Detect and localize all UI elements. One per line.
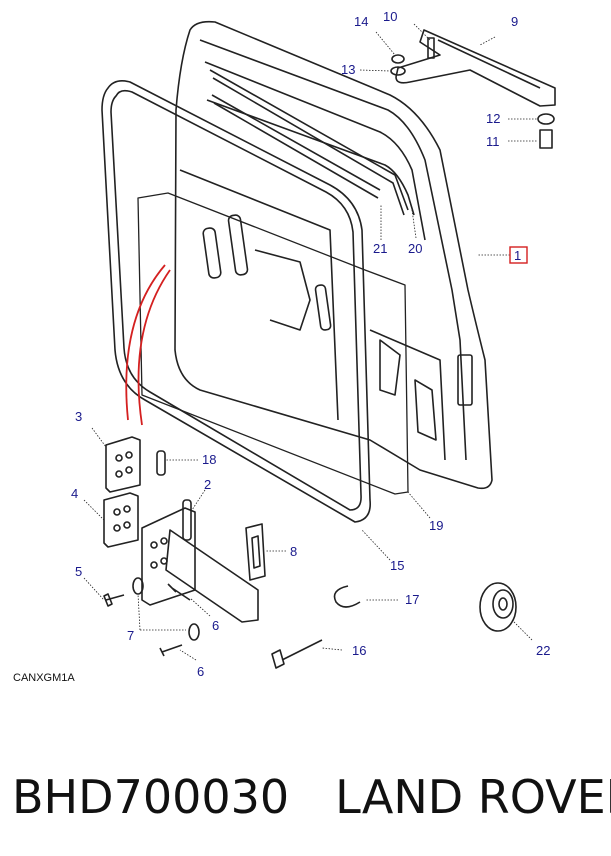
callout-12: 12	[486, 111, 500, 126]
callout-19: 19	[429, 518, 443, 533]
hinge-leaves	[103, 436, 141, 548]
callout-22: 22	[536, 643, 550, 658]
callout-labels: 1 2 3 4 5 6 6 7 8 9 10 11 12 13 14 15 16…	[71, 9, 550, 679]
callout-3: 3	[75, 409, 82, 424]
retaining-clip	[333, 585, 361, 608]
bolts-washers	[103, 577, 200, 657]
inner-panel	[202, 214, 473, 441]
glass-channels	[209, 69, 409, 216]
check-strap	[245, 523, 266, 581]
exploded-view-drawing: 1 2 3 4 5 6 6 7 8 9 10 11 12 13 14 15 16…	[71, 9, 556, 679]
callout-10: 10	[383, 9, 397, 24]
grommet	[479, 582, 517, 632]
red-callout-curves	[125, 264, 171, 426]
hinge-pin	[156, 450, 166, 476]
rivet	[271, 639, 323, 669]
parts-diagram: 1 2 3 4 5 6 6 7 8 9 10 11 12 13 14 15 16…	[13, 9, 556, 684]
callout-21: 21	[373, 241, 387, 256]
callout-7: 7	[127, 628, 134, 643]
hinge-assembly	[141, 499, 259, 623]
callout-2: 2	[204, 477, 211, 492]
callout-9: 9	[511, 14, 518, 29]
brand-name: LAND ROVER	[335, 770, 611, 824]
part-number: BHD700030	[12, 770, 290, 824]
callout-20: 20	[408, 241, 422, 256]
callout-13: 13	[341, 62, 355, 77]
door-seal	[101, 80, 372, 523]
door-shell	[174, 20, 493, 490]
footer-bar: BHD700030 LAND ROVER	[0, 738, 611, 856]
callout-6a: 6	[212, 618, 219, 633]
callout-11: 11	[486, 134, 500, 149]
callout-14: 14	[354, 14, 368, 29]
callout-1: 1	[514, 248, 521, 263]
callout-8: 8	[290, 544, 297, 559]
hinge-link	[395, 29, 556, 107]
callout-6b: 6	[197, 664, 204, 679]
callout-4: 4	[71, 486, 78, 501]
callout-5: 5	[75, 564, 82, 579]
callout-highlight-box	[509, 246, 528, 264]
small-fasteners	[390, 37, 555, 149]
callout-18: 18	[202, 452, 216, 467]
drawing-code: CANXGM1A	[13, 672, 75, 684]
callout-16: 16	[352, 643, 366, 658]
trim-panel	[137, 192, 409, 495]
callout-15: 15	[390, 558, 404, 573]
leader-lines	[83, 23, 538, 661]
callout-17: 17	[405, 592, 419, 607]
